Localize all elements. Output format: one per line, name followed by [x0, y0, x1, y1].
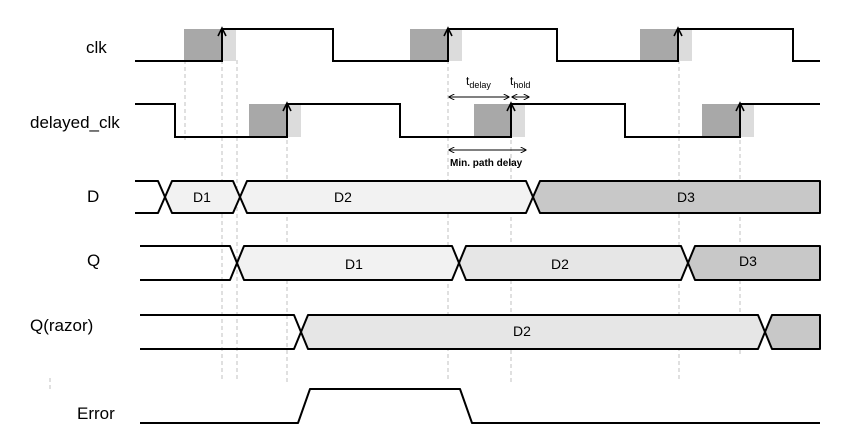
q-razor-value-d2: D2 — [513, 323, 531, 339]
d-segment-pre — [135, 181, 165, 213]
q-value-d3: D3 — [739, 253, 757, 269]
svg-text:Min. path delay: Min. path delay — [450, 158, 523, 169]
q-segment-d2 — [458, 245, 689, 281]
q-bus — [140, 245, 821, 281]
q-razor-label: Q(razor) — [30, 316, 93, 335]
q-segment-d3 — [687, 245, 821, 281]
clk-waveform — [135, 28, 820, 62]
q-value-d2: D2 — [551, 256, 569, 272]
delayed-clk-setup-windows — [249, 104, 754, 137]
delayed-clk-waveform — [135, 103, 820, 138]
svg-text:tdelay: tdelay — [466, 74, 491, 90]
q-razor-segment-d2 — [300, 314, 766, 350]
q-razor-segment-next — [764, 314, 821, 350]
clk-rising-edge-arrows — [217, 26, 683, 37]
t-hold-annotation: thold — [510, 74, 530, 97]
q-label: Q — [87, 251, 100, 270]
q-value-d1: D1 — [345, 256, 363, 272]
clk-setup-windows — [184, 29, 692, 61]
d-segment-d3 — [532, 180, 821, 214]
t-delay-annotation: tdelay — [449, 74, 509, 97]
d-segment-d2 — [239, 180, 534, 214]
q-razor-bus — [140, 314, 821, 350]
delayed-clk-rising-edge-arrows — [282, 101, 745, 112]
error-waveform — [140, 388, 820, 424]
d-value-d2: D2 — [334, 189, 352, 205]
d-bus — [135, 180, 821, 214]
svg-text:thold: thold — [510, 74, 530, 90]
d-label: D — [87, 187, 99, 206]
d-value-d3: D3 — [677, 189, 695, 205]
delayed-clk-label: delayed_clk — [30, 113, 120, 132]
clk-label: clk — [86, 38, 107, 57]
error-label: Error — [77, 404, 115, 423]
min-path-delay-annotation: Min. path delay — [449, 150, 526, 169]
d-value-d1: D1 — [193, 189, 211, 205]
